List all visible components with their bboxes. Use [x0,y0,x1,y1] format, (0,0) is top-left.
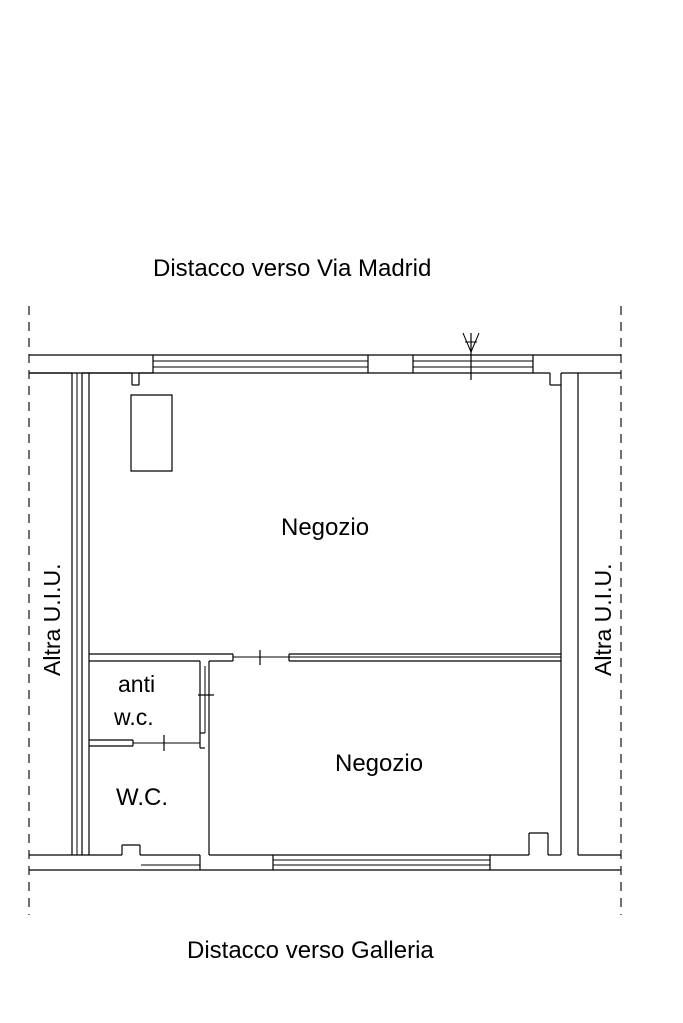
top-boundary-label: Distacco verso Via Madrid [153,255,431,282]
shaft-box [130,394,173,472]
room-label-lower-shop: Negozio [335,750,423,777]
room-label-anti: anti [118,671,155,697]
bottom-wall [29,832,621,871]
room-label-anti-wc: w.c. [113,704,154,730]
top-wall [29,354,621,374]
bottom-boundary-label: Distacco verso Galleria [187,937,434,964]
wc-partition-walls [89,666,214,855]
room-label-upper-shop: Negozio [281,514,369,541]
left-party-wall [29,372,153,855]
left-neighbor-label: Altra U.I.U. [39,564,65,676]
right-neighbor-label: Altra U.I.U. [590,564,616,676]
shop-partition-wall [89,650,561,666]
room-label-wc: W.C. [116,784,168,811]
right-party-wall [533,372,621,856]
antenna-symbol-icon [462,332,480,380]
